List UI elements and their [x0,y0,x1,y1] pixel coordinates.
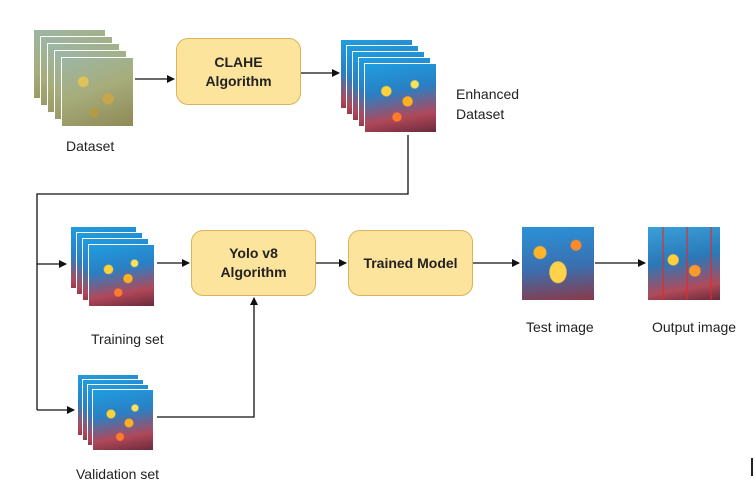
yolo-v8-algorithm-box: Yolo v8 Algorithm [191,230,316,296]
test-image [521,226,595,301]
stack-image-card [364,63,437,133]
dataset-image-stack [33,29,134,127]
output-image-label: Output image [652,319,737,335]
stack-image-card [61,57,134,127]
test-image-label: Test image [526,319,594,335]
validation-set-image-stack [77,374,154,451]
arrow-validation-to-yolo [157,297,258,418]
training-set-label: Training set [91,331,164,347]
validation-set-label: Validation set [76,466,160,482]
stack-image-card [92,389,154,451]
training-set-image-stack [70,226,155,307]
enhanced-dataset-image-stack [340,39,437,133]
text-cursor [751,458,753,476]
enhanced-dataset-label: Enhanced Dataset [456,86,520,123]
split-connector [36,135,409,410]
output-image [647,226,721,301]
clahe-algorithm-box: CLAHE Algorithm [176,38,301,105]
stack-image-card [88,244,155,307]
dataset-label: Dataset [66,138,115,154]
trained-model-box: Trained Model [348,230,473,296]
